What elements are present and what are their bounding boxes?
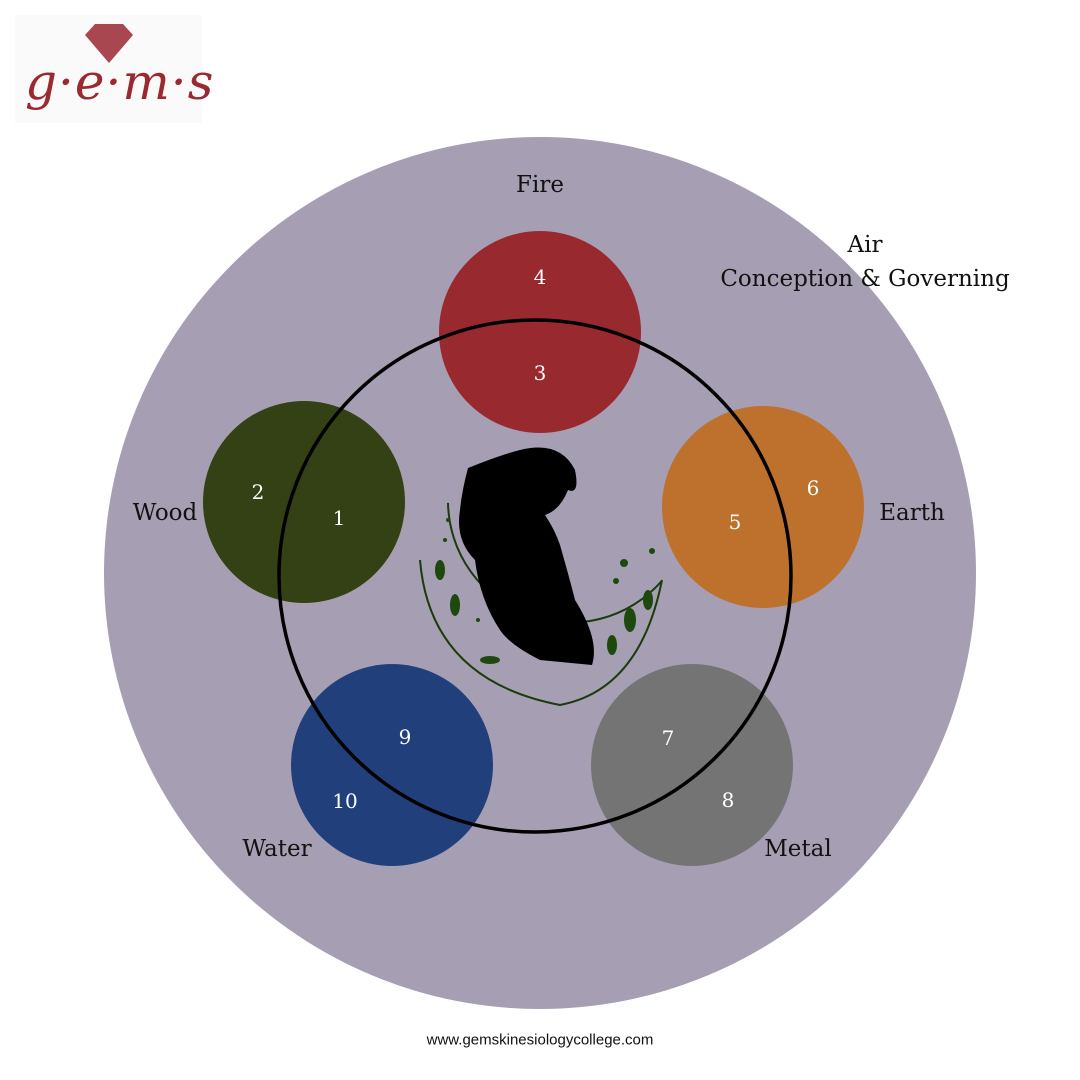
- wood-number-outer: 2: [251, 480, 265, 504]
- gem-icon: [85, 24, 133, 63]
- fire-circle: [439, 231, 641, 433]
- earth-number-outer: 6: [806, 476, 820, 500]
- metal-circle: [591, 664, 793, 866]
- air-label: Air: [847, 232, 883, 258]
- fire-number-inner: 3: [533, 361, 547, 385]
- metal-number-inner: 7: [661, 726, 675, 750]
- wood-label: Wood: [132, 500, 198, 526]
- pregnant-woman-icon: [419, 447, 663, 707]
- earth-number-inner: 5: [728, 510, 742, 534]
- conception-governing-label: Conception & Governing: [720, 266, 1010, 292]
- water-number-outer: 10: [332, 789, 358, 813]
- water-circle: [291, 664, 493, 866]
- water-number-inner: 9: [398, 725, 412, 749]
- website-link[interactable]: www.gemskinesiologycollege.com: [426, 1031, 654, 1049]
- metal-label: Metal: [764, 836, 832, 862]
- earth-label: Earth: [879, 500, 945, 526]
- water-label: Water: [242, 836, 312, 862]
- gems-logo: g·e·m·s: [15, 15, 213, 123]
- metal-number-outer: 8: [721, 788, 735, 812]
- wood-circle: [203, 401, 405, 603]
- earth-circle: [662, 406, 864, 608]
- fire-number-outer: 4: [533, 265, 547, 289]
- logo-text: g·e·m·s: [25, 53, 215, 111]
- fire-label: Fire: [516, 172, 564, 198]
- wood-number-inner: 1: [332, 506, 346, 530]
- conception-ring: [277, 318, 793, 834]
